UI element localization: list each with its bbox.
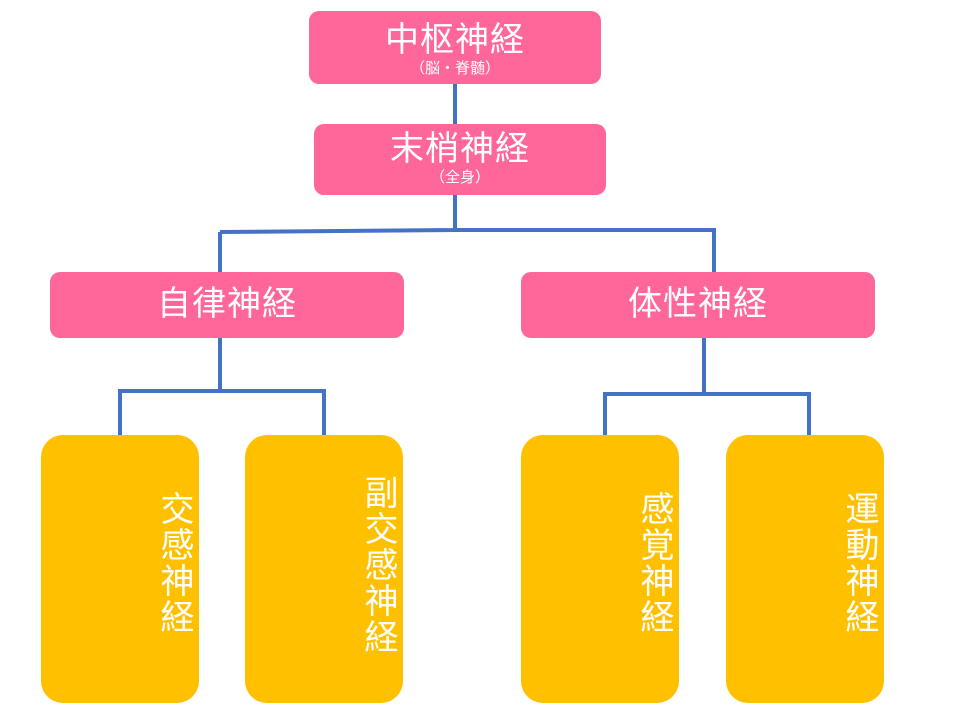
node-autonomic-nervous: 自律神経 xyxy=(50,272,404,338)
node-parasympathetic-label: 副交感神経 xyxy=(358,475,398,655)
edge-peripheral-somatic xyxy=(455,228,716,272)
edge-peripheral-branches xyxy=(219,195,457,234)
node-central-subtitle: （脳・脊髄） xyxy=(409,59,500,77)
node-peripheral-title: 末梢神経 xyxy=(390,129,530,169)
node-peripheral-nervous: 末梢神経 （全身） xyxy=(314,124,606,195)
node-sensory-nervous: 感覚神経 xyxy=(521,435,679,703)
node-autonomic-title: 自律神経 xyxy=(157,284,297,324)
node-somatic-nervous: 体性神経 xyxy=(521,272,875,338)
node-parasympathetic-nervous: 副交感神経 xyxy=(245,435,403,703)
node-central-title: 中枢神経 xyxy=(385,20,525,60)
edge-somatic-motor xyxy=(704,392,811,435)
node-motor-nervous: 運動神経 xyxy=(726,435,884,703)
node-sympathetic-label: 交感神経 xyxy=(154,491,194,635)
node-somatic-title: 体性神経 xyxy=(628,284,768,324)
node-sensory-label: 感覚神経 xyxy=(634,491,674,635)
node-motor-label: 運動神経 xyxy=(839,491,879,635)
node-central-nervous: 中枢神経 （脳・脊髄） xyxy=(309,11,601,84)
edge-autonomic-parasympathetic xyxy=(220,389,326,435)
node-peripheral-subtitle: （全身） xyxy=(429,168,490,186)
edge-autonomic-children xyxy=(118,338,222,435)
edge-somatic-children xyxy=(603,338,706,435)
node-sympathetic-nervous: 交感神経 xyxy=(41,435,199,703)
